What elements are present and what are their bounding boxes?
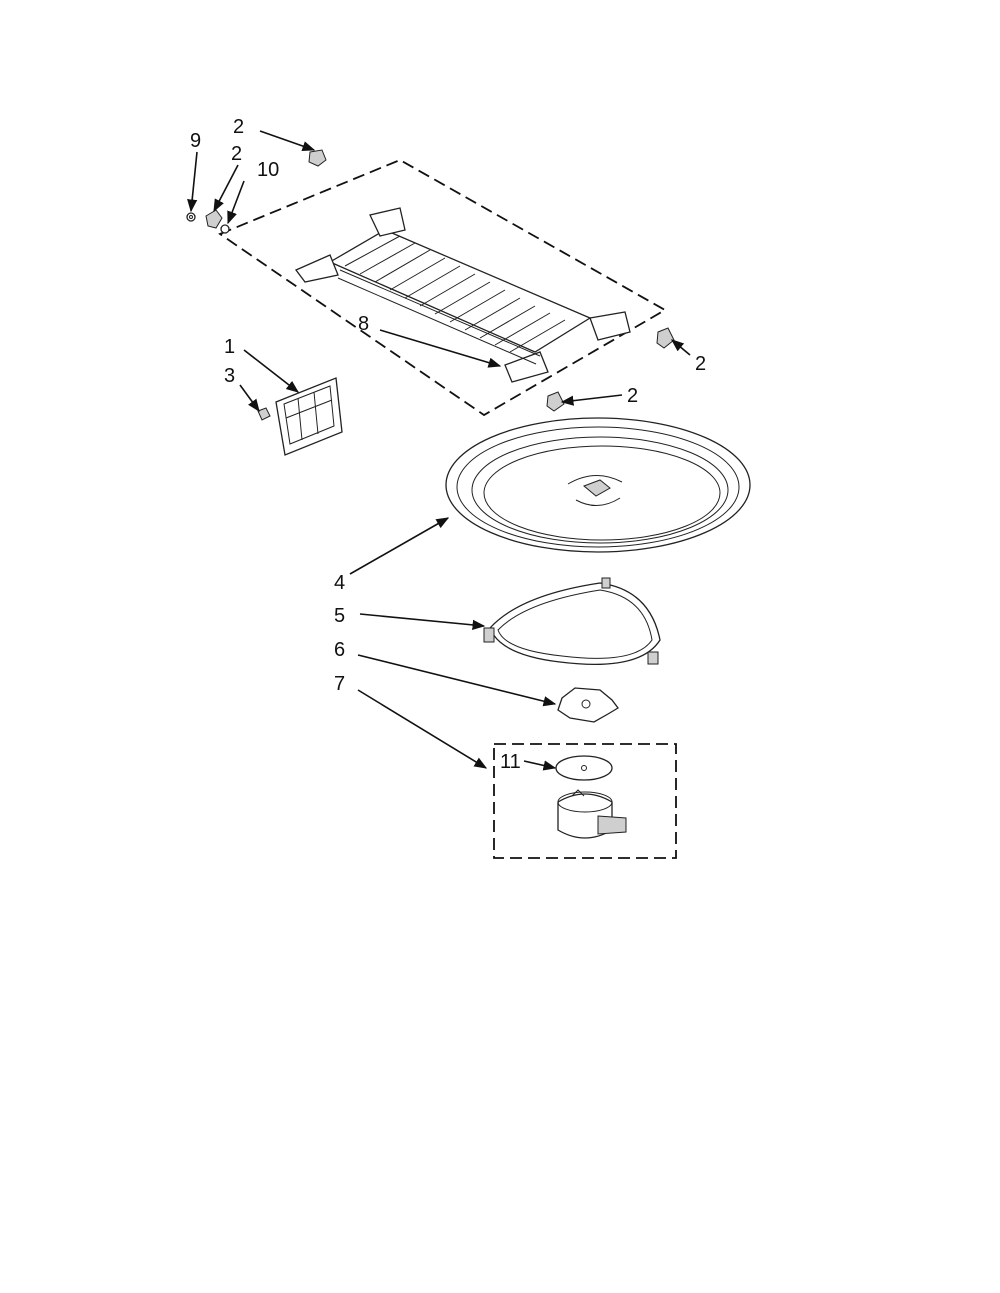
callout-grille-screw: 3 (224, 365, 235, 387)
turntable-motor (557, 789, 627, 839)
grille-screw (257, 407, 271, 421)
callout-top-clip: 2 (233, 116, 244, 138)
callout-part-10: 10 (257, 159, 279, 181)
callout-motor-kit: 7 (334, 673, 345, 695)
callout-right-clip: 2 (695, 353, 706, 375)
callout-turntable: 4 (334, 572, 345, 594)
part-10 (220, 224, 230, 234)
coupler (557, 687, 619, 723)
clip-left (205, 209, 223, 229)
callout-clip-left: 2 (231, 143, 242, 165)
clip-right (656, 327, 675, 349)
callout-rack: 8 (358, 313, 369, 335)
callout-motor-cap: 11 (500, 751, 521, 773)
callout-coupler: 6 (334, 639, 345, 661)
turntable-tray (445, 417, 751, 553)
roller-ring (483, 577, 661, 665)
motor-cap (555, 755, 613, 781)
screw-9 (186, 212, 196, 222)
callout-lower-clip: 2 (627, 385, 638, 407)
rack-kit-boundary (218, 159, 667, 417)
leader-lines (187, 130, 691, 771)
clip-lower (546, 391, 565, 412)
callout-screw-9: 9 (190, 130, 201, 152)
motor-kit-boundary (493, 743, 677, 859)
vent-grille (275, 377, 343, 456)
callout-vent-grille: 1 (224, 336, 235, 358)
oven-rack (294, 207, 631, 383)
clip-top (308, 149, 327, 167)
callout-roller-ring: 5 (334, 605, 345, 627)
